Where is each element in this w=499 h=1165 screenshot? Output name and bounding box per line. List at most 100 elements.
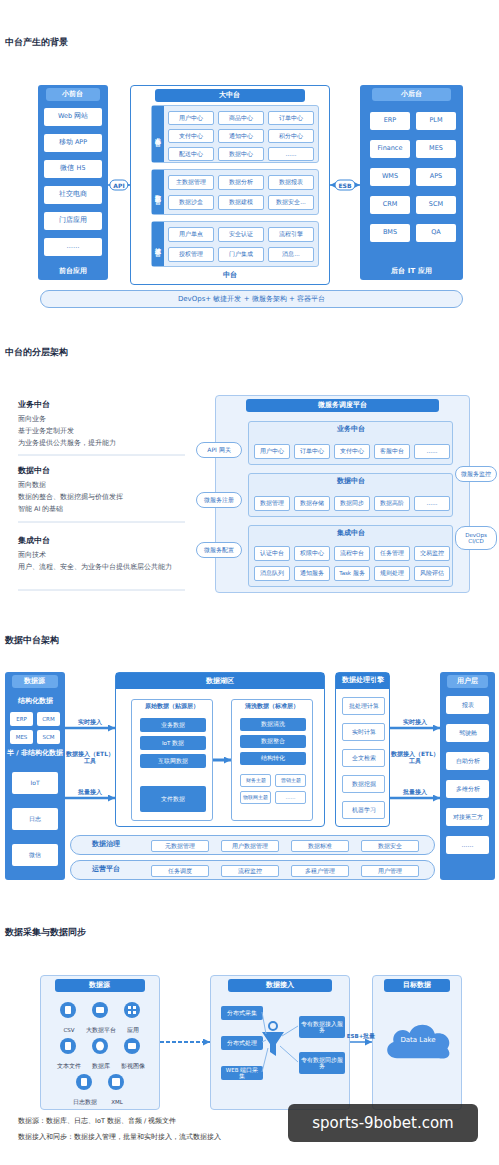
- edge-label: ESB+批量: [347, 1033, 376, 1040]
- node-text: 支付中心: [169, 130, 213, 142]
- service-box: 数据中心: [218, 147, 264, 161]
- node-text: 数据报表: [269, 176, 313, 189]
- app-box: WMS: [370, 168, 410, 186]
- service-box: 机器学习: [342, 801, 385, 819]
- service-box: ……: [414, 496, 450, 511]
- node-text: QA: [416, 224, 456, 242]
- node-text: 文本文件: [50, 1063, 88, 1069]
- data-box: 业务数据: [140, 718, 206, 732]
- node-text: 数据源: [55, 979, 145, 992]
- node-text: 小前台: [46, 88, 99, 101]
- node-text: 营销主题: [276, 775, 305, 786]
- node-text: 目标数据: [384, 979, 451, 992]
- section-heading: 数据采集与数据同步: [5, 927, 205, 937]
- connector-arrow: [390, 797, 440, 800]
- node-text: 大数据平台: [82, 1027, 120, 1033]
- source-icon: 文本文件: [54, 1035, 84, 1069]
- node-text: 社交电商: [44, 186, 102, 204]
- data-box: IoT 数据: [140, 736, 206, 750]
- node-text: 移动 APP: [44, 134, 102, 152]
- node-text: 数据安全…: [269, 196, 313, 209]
- app-box: 微信: [12, 844, 58, 866]
- data-box: 数据清洗: [240, 718, 306, 731]
- data-box: 文件数据: [140, 786, 206, 812]
- layer-note: 面向业务: [18, 416, 193, 424]
- service-box: 数据管理: [254, 496, 290, 511]
- node-text: 微服务监控: [456, 467, 496, 481]
- node-text: 数据源: [12, 675, 58, 688]
- service-box: 数据高阶: [374, 496, 410, 511]
- layer-note: 面向技术: [18, 552, 193, 560]
- data-layer: 数据清洗数据整合结构转化财务主题营销主题物联网主题……清洗数据（标准层）: [231, 699, 313, 821]
- node-text: 任务管理: [375, 547, 409, 560]
- connector-arrow: [65, 727, 115, 730]
- node-text: 数据库: [82, 1063, 120, 1069]
- layer-group: 数据管理数据存储数据同步数据高阶……数据中台: [248, 473, 453, 517]
- node-text: WMS: [370, 168, 410, 186]
- service-box: 风险评估: [414, 566, 450, 581]
- node-text: 数据中心: [219, 148, 263, 160]
- panel: Data Lake 目标数据: [372, 975, 462, 1110]
- node-text: 专有数据接入服务: [299, 1016, 345, 1038]
- node-text: 数据清洗: [240, 718, 306, 731]
- node-text: 应用: [114, 1027, 152, 1033]
- app-box: APS: [416, 168, 456, 186]
- node-text: 数据中台: [152, 170, 164, 214]
- node-text: 互联网数据: [140, 754, 206, 768]
- platform-band: 任务调度流程监控多租户管理用户管理运营平台: [70, 860, 435, 880]
- service-box: 全文检索: [342, 749, 385, 767]
- service-box: 规则处理: [374, 566, 410, 581]
- node-text: 客服中台: [375, 445, 409, 458]
- node-text: 财务主题: [241, 775, 270, 786]
- node-text: 主数据管理: [169, 176, 213, 189]
- node-text: 报表: [446, 696, 489, 714]
- node-text: 文件数据: [140, 786, 206, 812]
- footnote: 数据源：数据库、日志、IoT 数据、音频 / 视频文件: [18, 1118, 286, 1126]
- node-text: 日志: [12, 808, 58, 830]
- service-box: 数据安全: [361, 840, 419, 852]
- edge-label: 实时接入: [78, 719, 102, 726]
- service-box: 支付中心: [168, 129, 214, 143]
- node-text: 风险评估: [415, 567, 449, 580]
- platform-band: DevOps+ 敏捷开发 + 微服务架构 + 容器平台: [40, 290, 463, 308]
- service-box: ……: [275, 791, 306, 804]
- service-box: 通知服务: [294, 566, 330, 581]
- node-text: 数据建模: [219, 196, 263, 209]
- node-text: 日志数据: [66, 1099, 104, 1105]
- app-box: 自助分析: [446, 752, 489, 770]
- side-panel: ERPPLMFinanceMESWMSAPSCRMSCMBMSQA小后台后台 I…: [360, 85, 463, 280]
- service-box: 主数据管理: [168, 175, 214, 190]
- node-text: 前台应用: [38, 267, 108, 275]
- service-box: 订单中心: [294, 444, 330, 459]
- service-box: 数据报表: [268, 175, 314, 190]
- node-text: CRM: [370, 196, 410, 214]
- node-text: ……: [269, 148, 313, 160]
- node-text: 认证中台: [255, 547, 289, 560]
- node-text: 半 / 非结构化数据: [7, 750, 63, 757]
- node-text: 业务中台: [249, 425, 452, 433]
- service-box: 客服中台: [374, 444, 410, 459]
- node-text: 微服务注册: [197, 493, 241, 507]
- app-box: 多维分析: [446, 780, 489, 798]
- node-text: IoT: [12, 772, 58, 794]
- node-text: 支付中心: [335, 445, 369, 458]
- service-box: 数据分析: [218, 175, 264, 190]
- watermark: sports-9bobet.com: [288, 1104, 478, 1142]
- layer-title: 业务中台: [18, 400, 193, 409]
- node-text: 机器学习: [343, 802, 384, 818]
- data-box: 分布式处理: [221, 1036, 263, 1050]
- node-text: 用户中心: [169, 112, 213, 124]
- connector-arrow: [350, 1041, 372, 1043]
- app-box: SCM: [416, 196, 456, 214]
- node-text: 通知服务: [295, 567, 329, 580]
- node-text: DevOps+ 敏捷开发 + 微服务架构 + 容器平台: [41, 291, 462, 307]
- data-box: 数据整合: [240, 735, 306, 748]
- layer-note: 智能 AI 的基础: [18, 506, 193, 514]
- source-icon: 大数据平台: [86, 999, 116, 1033]
- data-lake-cloud: Data Lake: [383, 1019, 453, 1061]
- node-text: 自助分析: [446, 752, 489, 770]
- node-text: ……: [415, 445, 449, 458]
- service-box: 权限中心: [294, 546, 330, 561]
- section-heading: 中台产生的背景: [5, 37, 205, 47]
- data-box: 互联网数据: [140, 754, 206, 768]
